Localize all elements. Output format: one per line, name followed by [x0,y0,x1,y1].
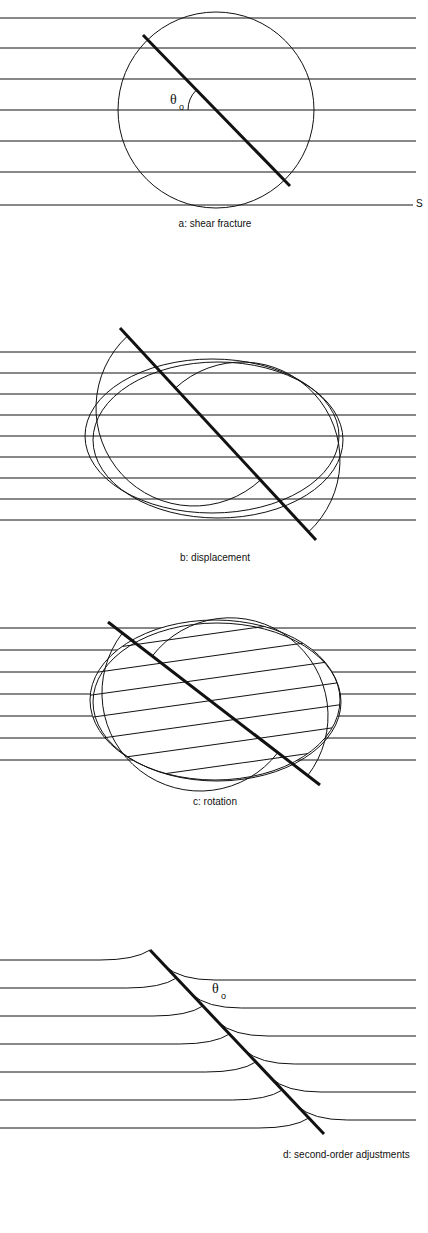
panel-d [0,950,416,1134]
bedding-line [0,478,416,479]
angle-symbol: θ [170,93,177,107]
bedding-line [0,694,416,695]
panel-a [0,12,416,208]
dragged-bedding [297,1106,416,1120]
bedding-line [33,610,380,659]
bedding-line [0,520,416,521]
rotated-bedding [29,589,400,812]
shear-fracture [108,622,320,785]
shear-fracture [143,35,290,186]
bedding-line [0,141,416,142]
bedding-line [0,205,413,206]
bedding-line [29,589,376,638]
bedding-line [0,716,416,717]
rotated-circle-half [102,633,278,791]
dragged-bedding [0,1006,203,1016]
dragged-bedding [245,1050,417,1064]
bedding-line [0,650,416,651]
angle-subscript: o [179,103,184,112]
dragged-bedding [0,1090,282,1100]
bedding-line [0,110,416,111]
dragged-bedding [0,950,150,960]
dragged-bedding [0,978,177,988]
dragged-bedding [165,966,416,980]
strain-circle [118,12,314,208]
panel-b [0,328,416,540]
bedding-line [0,415,416,416]
panel-caption: a: shear fracture [179,219,252,229]
bedding-line [0,172,416,173]
bedding-line [0,18,416,19]
bedding-line [0,373,416,374]
strain-ellipse [93,623,341,781]
dragged-bedding [218,1022,416,1036]
bedding-line [0,628,416,629]
displaced-circle-half [96,336,261,506]
bedding-line [0,394,416,395]
panel-caption: c: rotation [193,797,237,807]
angle-symbol: θ [212,982,219,996]
panel-caption: d: second-order adjustments [283,1150,410,1160]
bedding-line [51,741,398,790]
bedding-line [0,436,416,437]
dragged-bedding [271,1078,416,1092]
dragged-bedding [0,1034,229,1044]
bedding-line [0,352,416,353]
dragged-bedding [0,1118,309,1128]
bedding-line [0,79,416,80]
bedding-line [0,738,416,739]
bedding-line [42,676,389,725]
angle-subscript: o [221,992,226,1001]
surface-label: S [416,199,423,209]
shear-fracture [120,328,316,540]
bedding-line [0,760,416,761]
displaced-circle-half [176,362,340,532]
outer-bedding [0,628,416,760]
bedding-line [48,719,395,768]
bedding-line [36,632,383,681]
strain-ellipse [90,620,340,780]
shear-fracture [150,950,324,1134]
bedding-line [0,457,416,458]
bedding-line [0,48,416,49]
rotated-circle-half [152,618,328,776]
dragged-bedding [0,1062,256,1072]
angle-arc [188,90,197,110]
panel-caption: b: displacement [180,553,250,563]
bedding-line [0,499,416,500]
bedding-line [0,672,416,673]
panel-c [0,589,416,812]
